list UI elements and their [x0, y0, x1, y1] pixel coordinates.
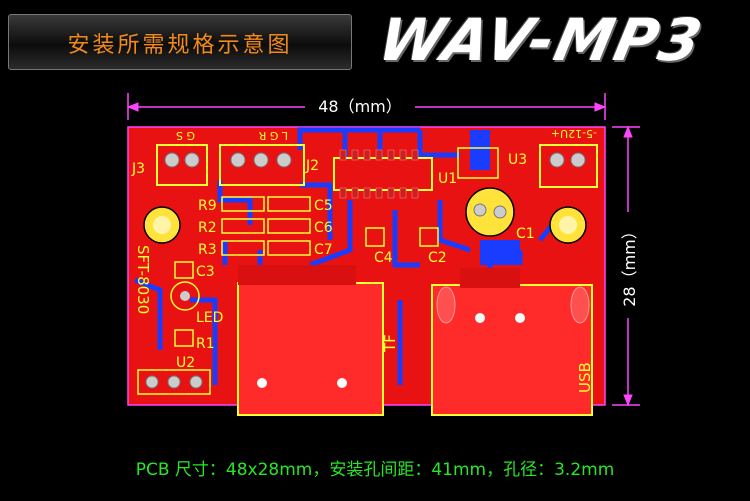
model-label: SFT-8030	[134, 245, 152, 314]
j3-pin-2	[184, 152, 200, 168]
pcb-diagram: 48（mm） 28（mm）	[0, 78, 750, 448]
u2-pin-2	[167, 375, 181, 389]
c4-label: C4	[374, 250, 393, 266]
led-outline	[170, 281, 200, 311]
c1-pin-2	[493, 205, 507, 219]
power-pin-label: -5-12U+	[551, 127, 597, 140]
u1-label: U1	[438, 171, 457, 187]
j3-pin-1	[164, 152, 180, 168]
r2-label: R2	[198, 220, 217, 236]
c1-label: C1	[516, 226, 535, 242]
c1-pin-1	[473, 203, 487, 217]
u1-outline	[333, 157, 433, 191]
j2-label: J2	[305, 158, 319, 174]
j3-label: J3	[131, 161, 145, 177]
tf-slot	[237, 265, 384, 416]
c5-label: C5	[314, 198, 333, 214]
height-label-bg	[619, 212, 639, 318]
c6-label: C6	[314, 220, 333, 236]
spec-caption: PCB 尺寸：48x28mm，安装孔间距：41mm，孔径：3.2mm	[135, 460, 615, 480]
u2-outline	[137, 369, 211, 395]
blue-pad	[470, 130, 490, 170]
usb-label: USB	[576, 362, 594, 393]
brand-text: WAV-MP3	[372, 6, 710, 74]
c3-label: C3	[196, 264, 215, 280]
j3-pin-label: G S	[176, 129, 195, 142]
width-label: 48（mm）	[318, 97, 402, 116]
brand-logo: WAV-MP3	[373, 4, 740, 74]
j3-outline	[156, 144, 208, 186]
j2-pin-1	[230, 152, 246, 168]
title-banner: 安装所需规格示意图	[8, 14, 352, 70]
tf-label: TF	[381, 334, 399, 353]
r3-label: R3	[198, 242, 217, 258]
c7-label: C7	[314, 242, 333, 258]
u2-pin-1	[145, 375, 159, 389]
j2-outline	[219, 144, 305, 186]
pcb-svg: 48（mm） 28（mm）	[126, 93, 640, 416]
page-title: 安装所需规格示意图	[67, 33, 293, 58]
j2-pin-2	[253, 152, 269, 168]
blue-pad-2	[480, 240, 520, 265]
u1-pads	[339, 149, 419, 199]
c2-label: C2	[428, 250, 447, 266]
j2-pin-3	[276, 152, 292, 168]
led-label: LED	[196, 310, 223, 326]
mounting-hole-left-center	[153, 216, 171, 234]
u2-label: U2	[176, 355, 195, 371]
power-pin-2	[570, 152, 586, 168]
c1-capacitor	[465, 187, 515, 237]
r9-label: R9	[198, 198, 217, 214]
led-pad	[180, 291, 190, 301]
u2-pin-3	[189, 375, 203, 389]
j2-pin-label: L G R	[258, 129, 288, 142]
mounting-hole-right-center	[559, 216, 577, 234]
power-connector-outline	[539, 144, 598, 188]
usb-connector	[431, 268, 593, 416]
power-pin-1	[549, 152, 565, 168]
passive-outlines	[174, 196, 439, 347]
height-label: 28（mm）	[620, 223, 639, 307]
u3-outline	[457, 147, 499, 179]
u3-label: U3	[508, 152, 527, 168]
r1-label: R1	[196, 336, 215, 352]
width-label-bg	[305, 96, 415, 116]
